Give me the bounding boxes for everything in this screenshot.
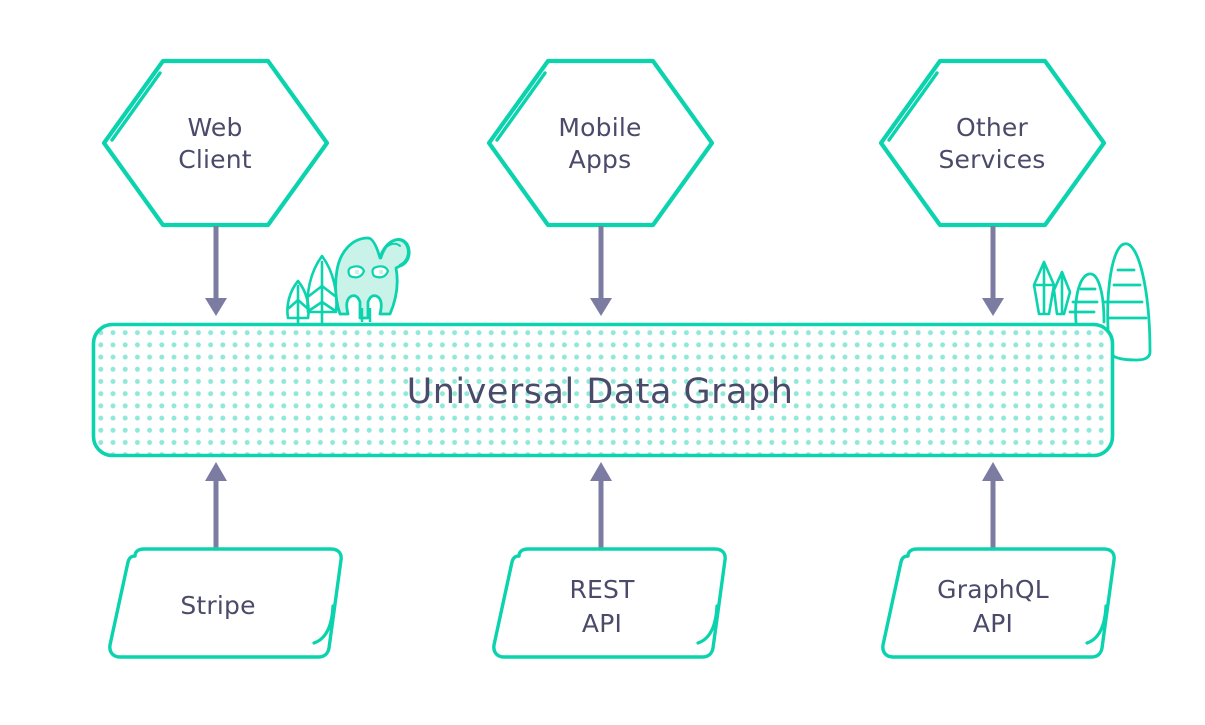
node-label-graphql-api-line1: GraphQL [937, 575, 1049, 604]
node-label-other-services-line2: Services [938, 145, 1045, 174]
banner-dot-pattern [93, 324, 1113, 456]
card-accent-arc-rest-api [696, 604, 719, 645]
arrow-other-services-to-graph [982, 226, 1004, 316]
arrow-graphql-api-to-graph [982, 462, 1004, 548]
card-accent-arc-graphql-api [1085, 604, 1108, 645]
hexagon-accent-line-other-services [887, 71, 939, 142]
crystals-decoration [1032, 260, 1072, 316]
node-label-mobile-apps-line2: Apps [569, 145, 632, 174]
node-label-mobile-apps-line1: Mobile [558, 113, 641, 142]
node-label-web-client-line1: Web [187, 113, 242, 142]
node-graphql-api[interactable]: GraphQL API [881, 547, 1116, 659]
arrow-mobile-apps-to-graph [590, 226, 612, 316]
card-shape-stripe [108, 547, 343, 659]
card-accent-arc-stripe [312, 604, 335, 645]
hexagon-shape-mobile-apps [486, 58, 715, 228]
banner-border [91, 322, 1115, 458]
arrow-stripe-to-graph [205, 462, 227, 548]
node-label-other-services-line1: Other [956, 113, 1029, 142]
rock-formations-decoration [1068, 242, 1152, 362]
hexagon-shape-web-client [101, 58, 330, 228]
node-label-web-client-line2: Client [178, 145, 252, 174]
node-web-client[interactable]: Web Client [101, 58, 330, 228]
hexagon-accent-line-web-client [110, 71, 162, 142]
node-label-rest-api-line2: API [582, 609, 622, 638]
mascot-creature [334, 236, 411, 322]
arrow-rest-api-to-graph [590, 462, 612, 548]
node-rest-api[interactable]: REST API [492, 547, 727, 659]
node-stripe[interactable]: Stripe [108, 547, 343, 659]
universal-data-graph-banner[interactable]: Universal Data Graph [91, 322, 1115, 458]
node-mobile-apps[interactable]: Mobile Apps [486, 58, 715, 228]
node-label-stripe-line1: Stripe [180, 591, 255, 620]
node-other-services[interactable]: Other Services [878, 58, 1107, 228]
hexagon-accent-line-mobile-apps [495, 71, 547, 142]
card-shape-graphql-api [881, 547, 1116, 659]
node-label-rest-api-line1: REST [569, 575, 635, 604]
hexagon-shape-other-services [878, 58, 1107, 228]
card-shape-rest-api [492, 547, 727, 659]
banner-title-text: Universal Data Graph [407, 372, 794, 412]
trees-decoration [286, 254, 338, 324]
node-label-graphql-api-line2: API [973, 609, 1013, 638]
arrow-web-client-to-graph [205, 226, 227, 316]
